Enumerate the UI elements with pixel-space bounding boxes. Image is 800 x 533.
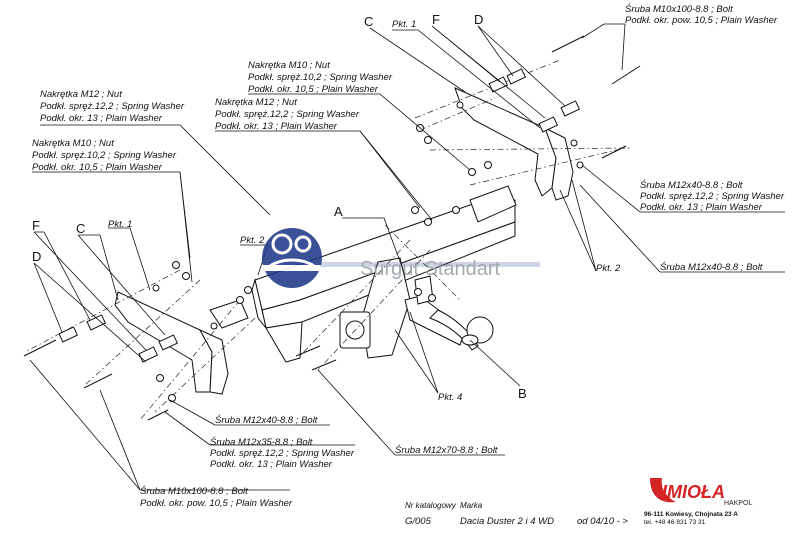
logo-address: 96-111 Kowiesy, Chojnata 23 A [644,511,738,518]
nut-m10-top-line3: Podkł. okr. 10,5 ; Plain Washer [248,84,379,95]
letter-b: B [518,386,527,401]
nut-m12-mid-line1: Nakrętka M12 ; Nut [215,97,297,108]
bolt-m12x35-line3: Podkł. okr. 13 ; Plain Washer [210,459,333,470]
letter-d-left: D [32,249,41,264]
brand-value: Dacia Duster 2 i 4 WD [460,516,554,527]
bolt-m10x100-bottom-line2: Podkł. okr. pow. 10,5 ; Plain Washer [140,498,293,509]
bolt-m10x100-top-line1: Śruba M10x100-8.8 ; Bolt [625,3,733,15]
nut-m12-mid-line2: Podkł. spręż.12,2 ; Spring Washer [215,109,360,120]
bolt-m12x35-line2: Podkł. spręż.12,2 ; Spring Washer [210,448,355,459]
pkt2-left: Pkt. 2 [240,235,265,246]
nut-m10-left-line3: Podkł. okr. 10,5 ; Plain Washer [32,162,163,173]
right-bracket [454,87,574,223]
nut-m12-top-line2: Podkł. spręż.12,2 ; Spring Washer [40,101,185,112]
watermark-text: Surgut Standart [360,258,501,280]
callout-labels: Nakrętka M12 ; Nut Podkł. spręż.12,2 ; S… [32,3,785,509]
catalog-label: Nr katalogowy [405,501,457,510]
pkt4: Pkt. 4 [438,392,462,403]
pkt1-left: Pkt. 1 [108,219,132,230]
letter-f-top: F [432,12,440,27]
date-value: od 04/10 - > [577,516,628,527]
bolt-m12x40-right-line2: Podkł. spręż.12,2 ; Spring Washer [640,191,785,202]
logo-sub: HAKPOL [724,500,753,507]
letter-d-top: D [474,12,483,27]
nut-m10-top-line1: Nakrętka M10 ; Nut [248,60,330,71]
leader-lines [29,23,785,491]
bolt-m10x100-top-line2: Podkł. okr. pow. 10,5 ; Plain Washer [625,15,778,26]
company-logo: IMIOŁA HAKPOL 96-111 Kowiesy, Chojnata 2… [644,478,753,526]
logo-phone: tel. +48 46 831 73 31 [644,519,706,526]
letter-c-top: C [364,14,373,29]
bolt-m12x40-bottom: Śruba M12x40-8.8 ; Bolt [215,414,318,426]
bolt-m12x40-right2: Śruba M12x40-8.8 ; Bolt [660,261,763,273]
bolt-m12x40-right-line1: Śruba M12x40-8.8 ; Bolt [640,179,743,191]
letter-a: A [334,204,343,219]
pkt2-right: Pkt. 2 [596,263,621,274]
fasteners [23,35,641,421]
nut-m12-top-line1: Nakrętka M12 ; Nut [40,89,122,100]
brand-label: Marka [460,501,483,510]
bolt-m10x100-bottom-line1: Śruba M10x100-8.8 ; Bolt [140,485,248,497]
logo-name: IMIOŁA [662,482,725,502]
letter-c-left: C [76,221,85,236]
bolt-m12x40-right-line3: Podkł. okr. 13 ; Plain Washer [640,202,763,213]
assembly-axes [24,59,631,421]
nut-m12-top-line3: Podkł. okr. 13 ; Plain Washer [40,113,163,124]
nut-m10-left-line2: Podkł. spręż.10,2 ; Spring Washer [32,150,177,161]
pkt1-top: Pkt. 1 [392,19,416,30]
footer: Nr katalogowy G/005 Marka Dacia Duster 2… [405,501,628,527]
watermark: Surgut Standart [262,228,540,288]
catalog-value: G/005 [405,516,432,527]
bolt-m12x35-line1: Śruba M12x35-8.8 ; Bolt [210,436,313,448]
nut-m10-left-line1: Nakrętka M10 ; Nut [32,138,114,149]
letter-f-left: F [32,218,40,233]
nut-m10-top-line2: Podkł. spręż.10,2 ; Spring Washer [248,72,393,83]
bolt-m12x70: Śruba M12x70-8.8 ; Bolt [395,444,498,456]
logo-swoosh-icon [650,478,676,503]
nut-m12-mid-line3: Podkł. okr. 13 ; Plain Washer [215,121,338,132]
